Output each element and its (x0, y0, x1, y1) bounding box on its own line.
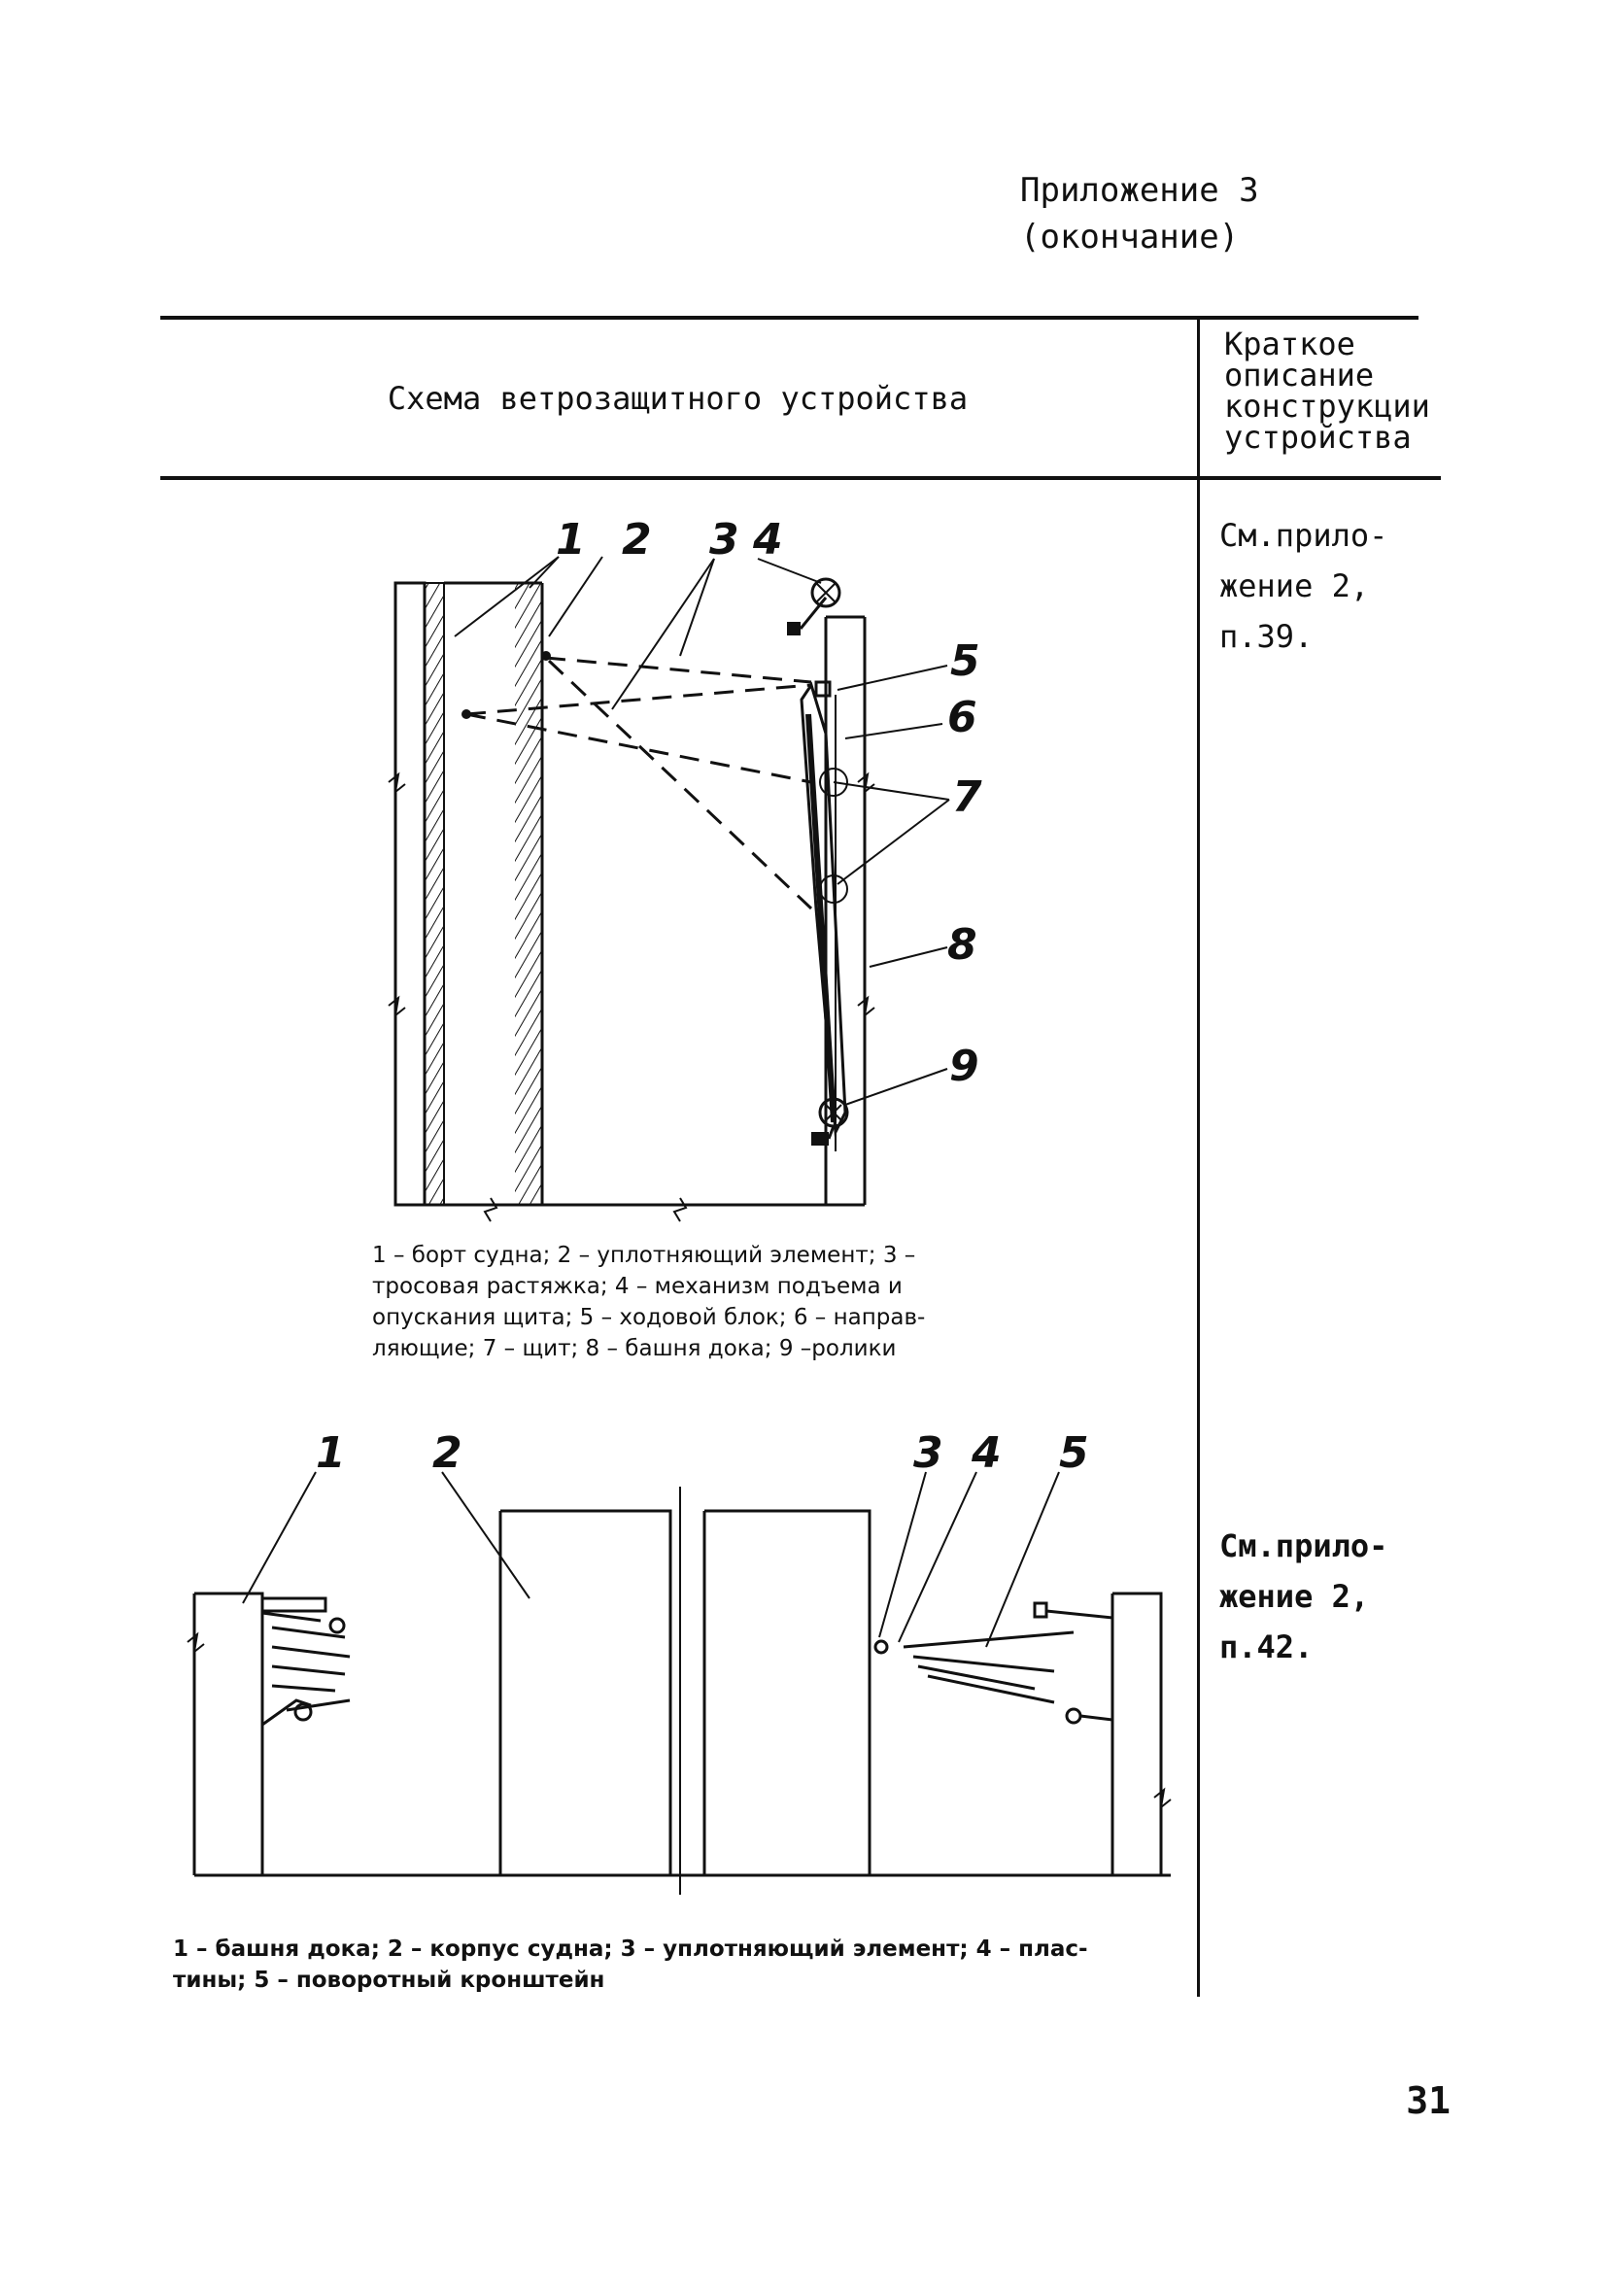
table-top-rule (160, 316, 1418, 320)
rotary-bracket (903, 1601, 1113, 1725)
scheme1-label-6: 6 (947, 693, 977, 742)
ship-hull-left (498, 1509, 672, 1875)
scheme2-drawing: 1 2 3 4 5 (187, 1428, 1172, 1895)
scheme1-label-9: 9 (949, 1042, 979, 1091)
description-column-header: Краткое описание конструкции устройства (1224, 326, 1430, 456)
scheme1-drawing: 1 2 3 4 5 6 7 8 9 (388, 515, 982, 1222)
scheme2-caption: 1 – башня дока; 2 – корпус судна; 3 – уп… (173, 1936, 1088, 1993)
appendix-title: Приложение 3 (1020, 171, 1259, 210)
shield (805, 713, 837, 1123)
dock-tower-left (192, 1592, 264, 1875)
scheme-column-header: Схема ветрозащитного устройства (387, 380, 969, 417)
seal-element (873, 1639, 889, 1655)
scheme1-label-8: 8 (947, 920, 977, 970)
scheme1-caption: 1 – борт судна; 2 – уплотняющий элемент;… (372, 1243, 926, 1361)
lifting-mechanism (810, 577, 841, 608)
ship-hull-hatch (424, 582, 445, 1206)
dock-tower-right (1111, 1592, 1163, 1875)
ship-hull-outer (393, 581, 427, 1207)
scheme1-label-3: 3 (709, 515, 739, 565)
scheme2-label-3: 3 (913, 1428, 943, 1478)
running-block (814, 680, 832, 698)
scheme2-label-2: 2 (432, 1428, 462, 1478)
plates-left (261, 1596, 351, 1727)
scheme2-label-1: 1 (316, 1428, 346, 1478)
ship-hull-right (702, 1509, 871, 1875)
appendix-heading: Приложение 3 (окончание) (1020, 167, 1259, 260)
scheme1-label-7: 7 (952, 772, 982, 822)
table-header-rule (160, 476, 1441, 480)
page-number: 31 (1406, 2079, 1451, 2122)
table-column-divider (1197, 316, 1200, 1997)
appendix-subtitle: (окончание) (1020, 218, 1240, 257)
scheme2-description: См.прило- жение 2, п.42. (1219, 1527, 1388, 1665)
scheme1-label-2: 2 (622, 515, 652, 565)
seal-element-hatch (515, 583, 542, 1205)
scheme1-label-1: 1 (556, 515, 586, 565)
scheme1-description: См.прило- жение 2, п.39. (1219, 517, 1388, 655)
scheme1-label-4: 4 (752, 515, 783, 565)
scheme2-label-5: 5 (1059, 1428, 1089, 1478)
scheme1-label-5: 5 (950, 636, 980, 686)
scheme2-label-4: 4 (971, 1428, 1002, 1478)
cable-stays (465, 656, 813, 910)
